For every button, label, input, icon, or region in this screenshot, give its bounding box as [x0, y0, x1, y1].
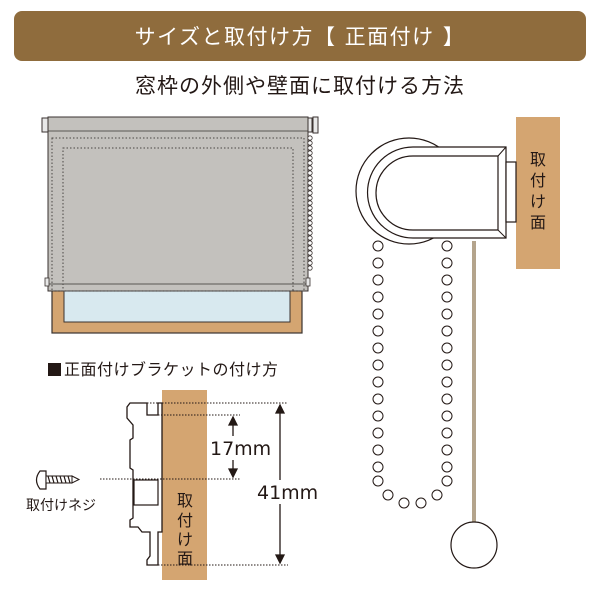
svg-text:取: 取 — [177, 491, 193, 510]
page-subtitle: 窓枠の外側や壁面に取付ける方法 — [135, 74, 465, 98]
roller-blind-front-illustration — [41, 116, 319, 334]
square-bullet-icon — [48, 363, 61, 376]
bracket-section-title: 正面付けブラケットの付け方 — [48, 356, 279, 380]
blind-fabric — [47, 116, 309, 292]
page-title: サイズと取付け方【 正面付け 】 — [134, 25, 466, 49]
svg-text:け: け — [530, 192, 546, 211]
pull-cord — [472, 241, 476, 523]
svg-text:け: け — [177, 530, 193, 549]
bead-chain-small — [307, 135, 313, 271]
screw-icon — [35, 470, 81, 490]
mount-surface-side — [516, 117, 560, 269]
svg-text:取: 取 — [530, 150, 546, 169]
bead-chain-loop — [372, 240, 453, 509]
dimension-17mm: 17mm — [210, 438, 271, 460]
title-banner: サイズと取付け方【 正面付け 】 — [14, 11, 586, 61]
right-bracket — [312, 116, 319, 134]
screw-label: 取付けネジ — [26, 498, 96, 514]
svg-text:付: 付 — [530, 171, 546, 190]
mount-surface-section — [162, 390, 207, 580]
bracket-cross-section: 取 付 け 面 17mm 41mm — [26, 390, 325, 580]
svg-text:付: 付 — [177, 511, 193, 530]
cord-weight — [450, 521, 498, 569]
left-bracket — [41, 117, 49, 133]
svg-text:面: 面 — [177, 549, 193, 568]
svg-text:面: 面 — [530, 213, 546, 232]
side-view-illustration: 取 付 け 面 — [355, 117, 560, 569]
dimension-41mm: 41mm — [257, 482, 318, 504]
